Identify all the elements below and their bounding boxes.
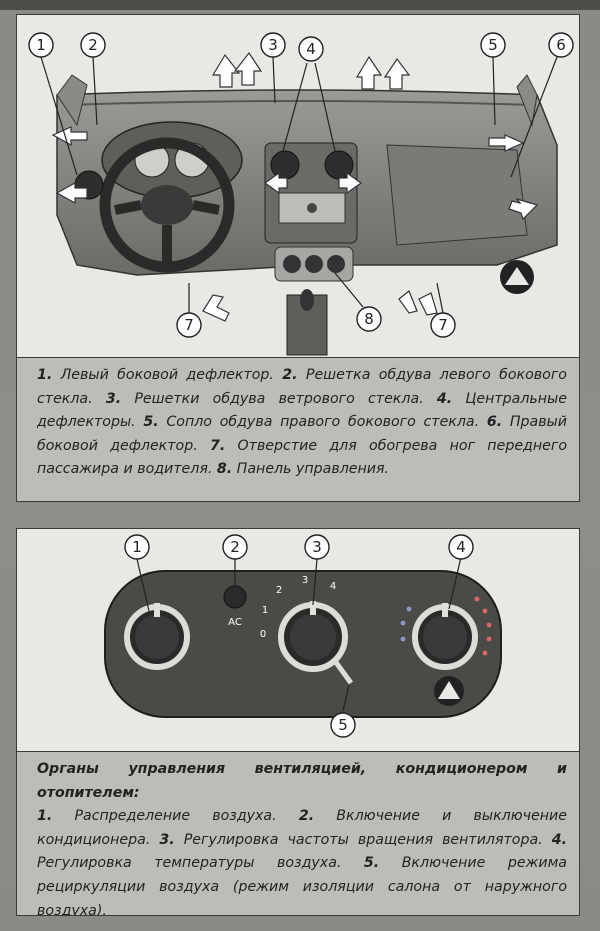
callout-3: 3 xyxy=(268,36,278,54)
callout-3: 3 xyxy=(312,538,322,556)
callout-4: 4 xyxy=(456,538,466,556)
caption-text: Правый боковой дефлектор. xyxy=(37,414,567,454)
callout-6: 6 xyxy=(556,36,566,54)
fan-speed-0: 0 xyxy=(260,629,266,640)
callout-5: 5 xyxy=(488,36,498,54)
callout-6-circle xyxy=(548,32,574,58)
caption-num: 6. xyxy=(486,414,503,431)
callout-4-circle xyxy=(298,36,324,62)
caption-text: Левый боковой дефлектор. xyxy=(52,367,283,383)
callout-1: 1 xyxy=(36,36,46,54)
callout-2-circle xyxy=(80,32,106,58)
caption-num: 1. xyxy=(37,367,53,383)
callout-1-circle xyxy=(28,32,54,58)
caption-text: Регулировка частоты вращения вентилятора… xyxy=(174,831,552,848)
callout-8-circle xyxy=(356,306,382,332)
callout-7-right: 7 xyxy=(438,316,448,334)
callout-3-circle xyxy=(260,32,286,58)
ac-label: AC xyxy=(228,617,242,628)
callout-8: 8 xyxy=(364,310,374,328)
fan-speed-3: 3 xyxy=(302,575,308,586)
caption-num: 2. xyxy=(282,367,298,383)
caption-heading: Органы управления вентиляцией, кондицион… xyxy=(37,761,567,801)
dashboard-figure: 1 2 3 4 5 6 7 7 8 1. Левый боковой дефле… xyxy=(16,14,580,502)
callout-1: 1 xyxy=(132,538,142,556)
fan-speed-4: 4 xyxy=(330,581,336,592)
callout-7-left-circle xyxy=(176,312,202,338)
climate-panel-figure: AC 0 1 2 3 4 xyxy=(16,528,580,916)
climate-panel-illustration: AC 0 1 2 3 4 xyxy=(17,529,579,751)
caption-num: 8. xyxy=(216,461,233,478)
caption-num: 5. xyxy=(363,855,380,872)
caption-text: Включение и выключение кондиционера. xyxy=(37,808,567,848)
fan-speed-1: 1 xyxy=(262,605,268,616)
caption-text: Включение режима рециркуляции воздуха (р… xyxy=(37,855,567,916)
caption-text: Решетка обдува левого бокового стекла. xyxy=(37,367,567,407)
caption-num: 5. xyxy=(143,414,159,431)
callout-7-left: 7 xyxy=(184,316,194,334)
caption-num: 2. xyxy=(298,808,315,825)
climate-caption: Органы управления вентиляцией, кондицион… xyxy=(17,751,579,915)
caption-text: Сопло обдува правого бокового стекла. xyxy=(158,414,487,431)
callout-2: 2 xyxy=(230,538,240,556)
dashboard-illustration: 1 2 3 4 5 6 7 7 8 xyxy=(17,15,579,357)
caption-num: 7. xyxy=(209,437,226,454)
caption-num: 3. xyxy=(105,390,122,407)
page-top-band xyxy=(0,0,600,10)
callout-5-circle xyxy=(480,32,506,58)
fan-speed-2: 2 xyxy=(276,585,282,596)
caption-text: Центральные дефлекторы. xyxy=(37,390,567,431)
callout-4: 4 xyxy=(306,40,316,58)
caption-num: 3. xyxy=(159,831,175,848)
caption-text: Решетки обдува ветрового стекла. xyxy=(121,390,437,407)
caption-text: Отверстие для обогрева ног переднего пас… xyxy=(37,437,567,478)
caption-num: 4. xyxy=(436,390,453,407)
dashboard-caption: 1. Левый боковой дефлектор. 2. Решетка о… xyxy=(17,357,579,501)
callout-7-right-circle xyxy=(430,312,456,338)
caption-num: 4. xyxy=(551,831,567,848)
caption-text: Распределение воздуха. xyxy=(52,808,299,825)
callout-2: 2 xyxy=(88,36,98,54)
caption-num: 1. xyxy=(37,808,53,825)
caption-text: Панель управления. xyxy=(232,461,390,478)
callout-5: 5 xyxy=(338,716,348,734)
caption-text: Регулировка температуры воздуха. xyxy=(37,855,364,872)
